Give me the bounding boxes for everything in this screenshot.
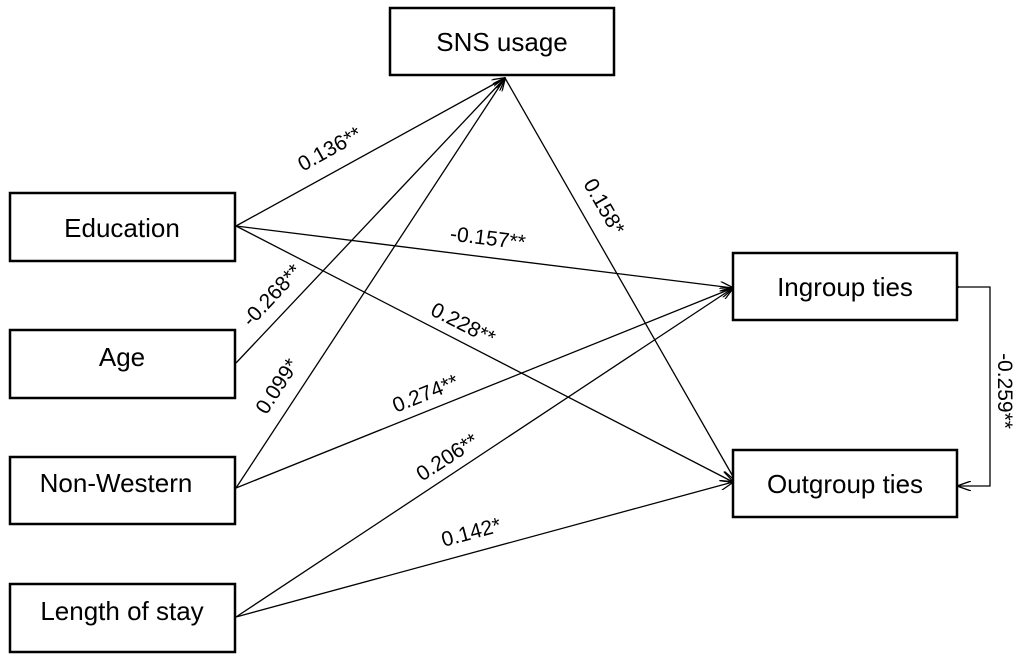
label-age-sns: -0.268** <box>238 260 307 331</box>
node-label-length-of-stay: Length of stay <box>40 596 203 626</box>
edge-nonwestern-sns <box>235 78 505 489</box>
node-age: Age <box>8 328 237 400</box>
label-nonwestern-ingroup: 0.274** <box>389 370 462 417</box>
node-ingroup-ties: Ingroup ties <box>731 251 959 322</box>
label-nonwestern-sns: 0.099* <box>251 355 303 418</box>
label-sns-outgroup: 0.158* <box>578 175 628 239</box>
edge-education-sns <box>235 78 505 227</box>
node-label-outgroup-ties: Outgroup ties <box>767 469 923 499</box>
edge-education-outgroup <box>235 225 733 482</box>
label-ingroup-outgroup: -0.259** <box>993 353 1016 429</box>
node-sns-usage: SNS usage <box>388 6 616 77</box>
node-length-of-stay: Length of stay <box>8 582 237 654</box>
node-outgroup-ties: Outgroup ties <box>731 448 959 519</box>
edge-ingroup-outgroup <box>958 287 991 486</box>
node-label-age: Age <box>99 342 145 372</box>
node-education: Education <box>8 191 237 263</box>
node-label-ingroup-ties: Ingroup ties <box>777 272 913 302</box>
node-label-non-western: Non-Western <box>40 468 193 498</box>
label-education-ingroup: -0.157** <box>449 223 527 255</box>
edge-education-ingroup <box>235 225 733 288</box>
node-non-western: Non-Western <box>8 455 237 526</box>
label-stay-outgroup: 0.142* <box>439 514 504 552</box>
label-education-sns: 0.136** <box>294 123 365 177</box>
edge-stay-outgroup <box>235 482 733 618</box>
edge-stay-ingroup <box>235 288 733 618</box>
edge-nonwestern-ingroup <box>235 288 733 489</box>
edge-age-sns <box>235 78 505 364</box>
node-label-sns-usage: SNS usage <box>436 27 568 57</box>
edge-sns-outgroup <box>504 77 735 480</box>
node-label-education: Education <box>64 213 180 243</box>
edges <box>235 77 991 618</box>
